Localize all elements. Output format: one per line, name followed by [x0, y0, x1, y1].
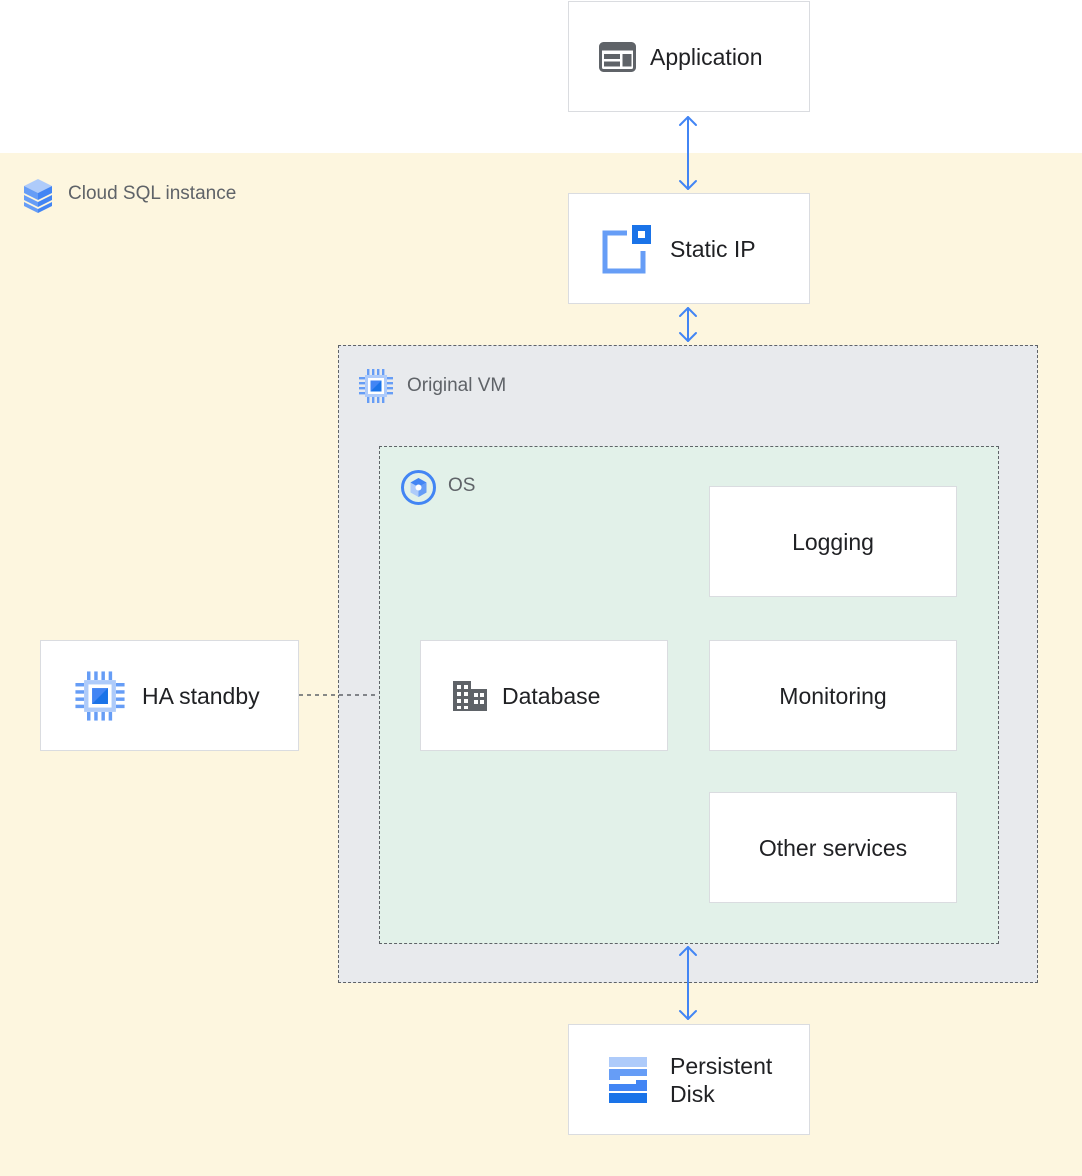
persistent-disk-label-line1: Persistent	[670, 1052, 773, 1079]
monitoring-node[interactable]: Monitoring	[709, 640, 957, 751]
other-services-node[interactable]: Other services	[709, 792, 957, 903]
static-ip-node[interactable]: Static IP	[568, 193, 810, 304]
logging-label: Logging	[792, 528, 874, 555]
application-label: Application	[650, 43, 763, 70]
static-ip-icon	[602, 224, 651, 273]
os-icon	[401, 470, 436, 505]
database-label: Database	[502, 682, 601, 709]
persistent-disk-icon	[609, 1056, 647, 1103]
compute-chip-icon	[359, 369, 393, 403]
original-vm-label: Original VM	[407, 375, 507, 396]
static-ip-label: Static IP	[670, 235, 756, 262]
compute-chip-icon	[75, 670, 125, 721]
application-node[interactable]: Application	[568, 1, 810, 112]
monitoring-label: Monitoring	[779, 682, 887, 709]
cloud-sql-instance-label: Cloud SQL instance	[68, 183, 237, 204]
cloud-sql-icon	[24, 179, 52, 213]
application-window-icon	[599, 41, 636, 72]
building-icon	[453, 680, 487, 711]
other-services-label: Other services	[758, 834, 908, 861]
os-label: OS	[448, 475, 476, 496]
ha-standby-node[interactable]: HA standby	[40, 640, 299, 751]
database-node[interactable]: Database	[420, 640, 668, 751]
persistent-disk-node[interactable]: Persistent Disk	[568, 1024, 810, 1135]
logging-node[interactable]: Logging	[709, 486, 957, 597]
ha-standby-label: HA standby	[142, 682, 260, 709]
persistent-disk-label-line2: Disk	[670, 1080, 715, 1107]
